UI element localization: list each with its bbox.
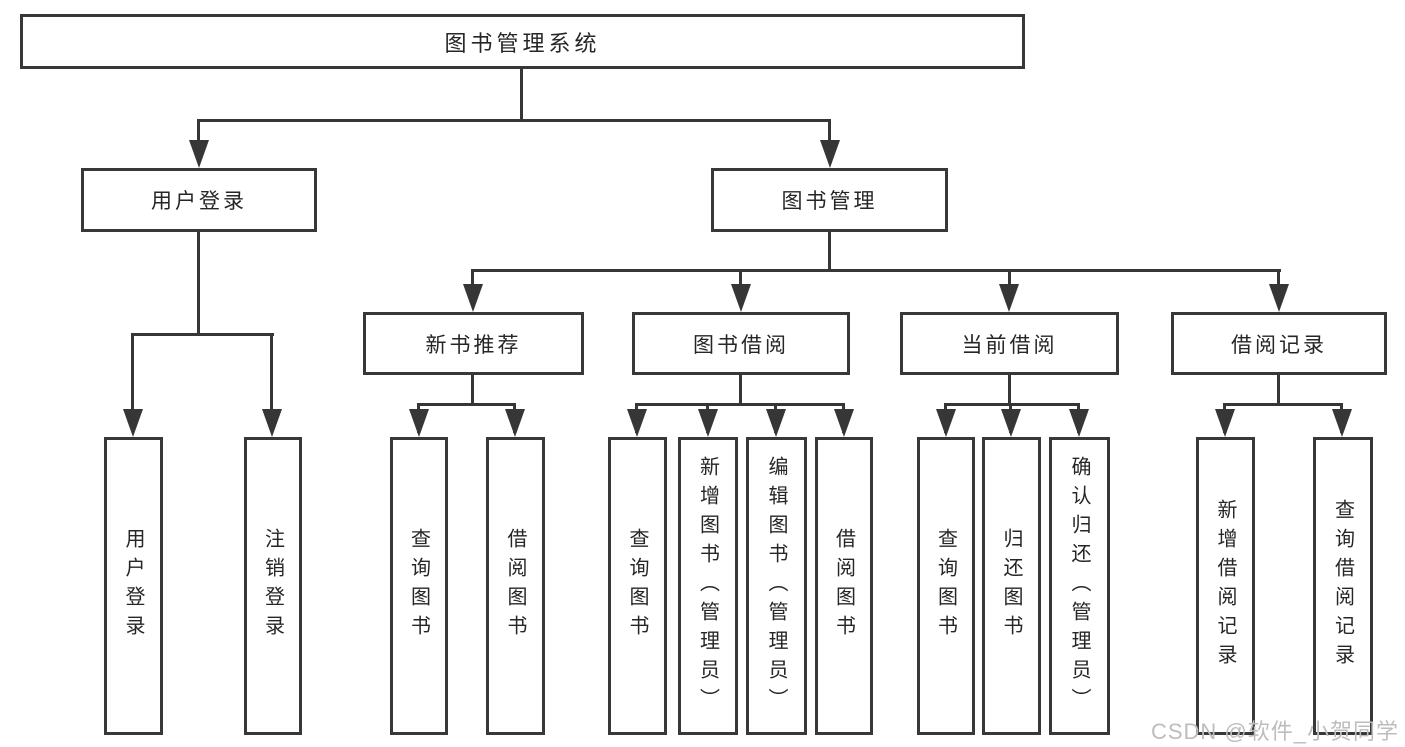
connector-line [739,375,742,406]
node-label: 用户登录 [122,528,144,644]
connector-line [131,333,274,336]
connector-line [471,375,474,406]
arrow-down-icon [1332,409,1352,437]
connector-line [1277,375,1280,406]
arrow-down-icon [1001,409,1021,437]
connector-line [197,119,831,122]
node-leaf-query-books: 查询图书 [917,437,975,735]
connector-line [417,403,516,406]
arrow-down-icon [766,409,786,437]
node-root-label: 图书管理系统 [444,30,601,56]
arrow-down-icon [1069,409,1089,437]
node-user-login: 用户登录 [81,168,317,232]
arrow-down-icon [1215,409,1235,437]
node-label: 图书借阅 [693,333,789,357]
node-leaf-add-borrow-record: 新增借阅记录 [1196,437,1255,735]
node-label: 编辑图书（管理员） [765,455,787,717]
node-leaf-confirm-return-admin: 确认归还（管理员） [1049,437,1110,735]
node-root: 图书管理系统 [20,14,1025,69]
node-leaf-borrow-books: 借阅图书 [815,437,873,735]
node-label: 查询借阅记录 [1331,499,1354,673]
node-leaf-logout: 注销登录 [244,437,302,735]
arrow-down-icon [262,409,282,437]
node-leaf-edit-books-admin: 编辑图书（管理员） [746,437,807,735]
connector-line [739,269,742,287]
node-label: 图书管理 [781,190,878,213]
arrow-down-icon [505,409,525,437]
node-current-borrow: 当前借阅 [900,312,1119,375]
arrow-down-icon [731,284,751,312]
connector-line [197,119,200,145]
node-label: 查询图书 [626,528,648,644]
node-leaf-user-login: 用户登录 [104,437,163,735]
connector-line [1223,403,1343,406]
arrow-down-icon [409,409,429,437]
arrow-down-icon [123,409,143,437]
connector-line [828,232,831,272]
node-label: 归还图书 [1000,528,1022,644]
node-leaf-query-books: 查询图书 [390,437,448,735]
arrow-down-icon [834,409,854,437]
node-label: 查询图书 [934,528,957,644]
node-leaf-query-borrow-record: 查询借阅记录 [1313,437,1373,735]
node-leaf-add-books-admin: 新增图书（管理员） [678,437,738,735]
node-label: 确认归还（管理员） [1068,455,1090,717]
connector-line [1277,269,1280,287]
node-label: 新增图书（管理员） [696,455,719,717]
connector-line [1008,269,1011,287]
connector-line [270,333,273,415]
connector-line [471,269,474,287]
node-label: 借阅图书 [832,528,855,644]
connector-line [131,333,134,415]
node-label: 借阅记录 [1231,333,1327,357]
connector-line [944,403,1080,406]
node-new-book-recommend: 新书推荐 [363,312,584,375]
node-book-management: 图书管理 [711,168,948,232]
csdn-watermark: CSDN @软件_小贺同学 [1150,719,1399,744]
arrow-down-icon [698,409,718,437]
node-label: 当前借阅 [961,333,1058,357]
arrow-down-icon [820,140,840,168]
connector-line [635,403,845,406]
arrow-down-icon [463,284,483,312]
connector-line [1008,375,1011,406]
node-label: 查询图书 [407,528,430,644]
connector-line [471,269,1281,272]
arrow-down-icon [189,140,209,168]
arrow-down-icon [627,409,647,437]
node-borrow-records: 借阅记录 [1171,312,1387,375]
connector-line [197,232,200,336]
node-leaf-query-books: 查询图书 [608,437,667,735]
connector-line [828,119,831,145]
node-label: 注销登录 [261,528,284,644]
node-label: 用户登录 [151,190,247,213]
arrow-down-icon [1269,284,1289,312]
arrow-down-icon [936,409,956,437]
node-book-borrow: 图书借阅 [632,312,850,375]
arrow-down-icon [999,284,1019,312]
node-label: 借阅图书 [504,528,526,644]
node-leaf-borrow-books: 借阅图书 [486,437,545,735]
node-label: 新书推荐 [425,333,522,357]
node-leaf-return-books: 归还图书 [982,437,1041,735]
connector-line [520,69,523,121]
node-label: 新增借阅记录 [1214,499,1236,673]
